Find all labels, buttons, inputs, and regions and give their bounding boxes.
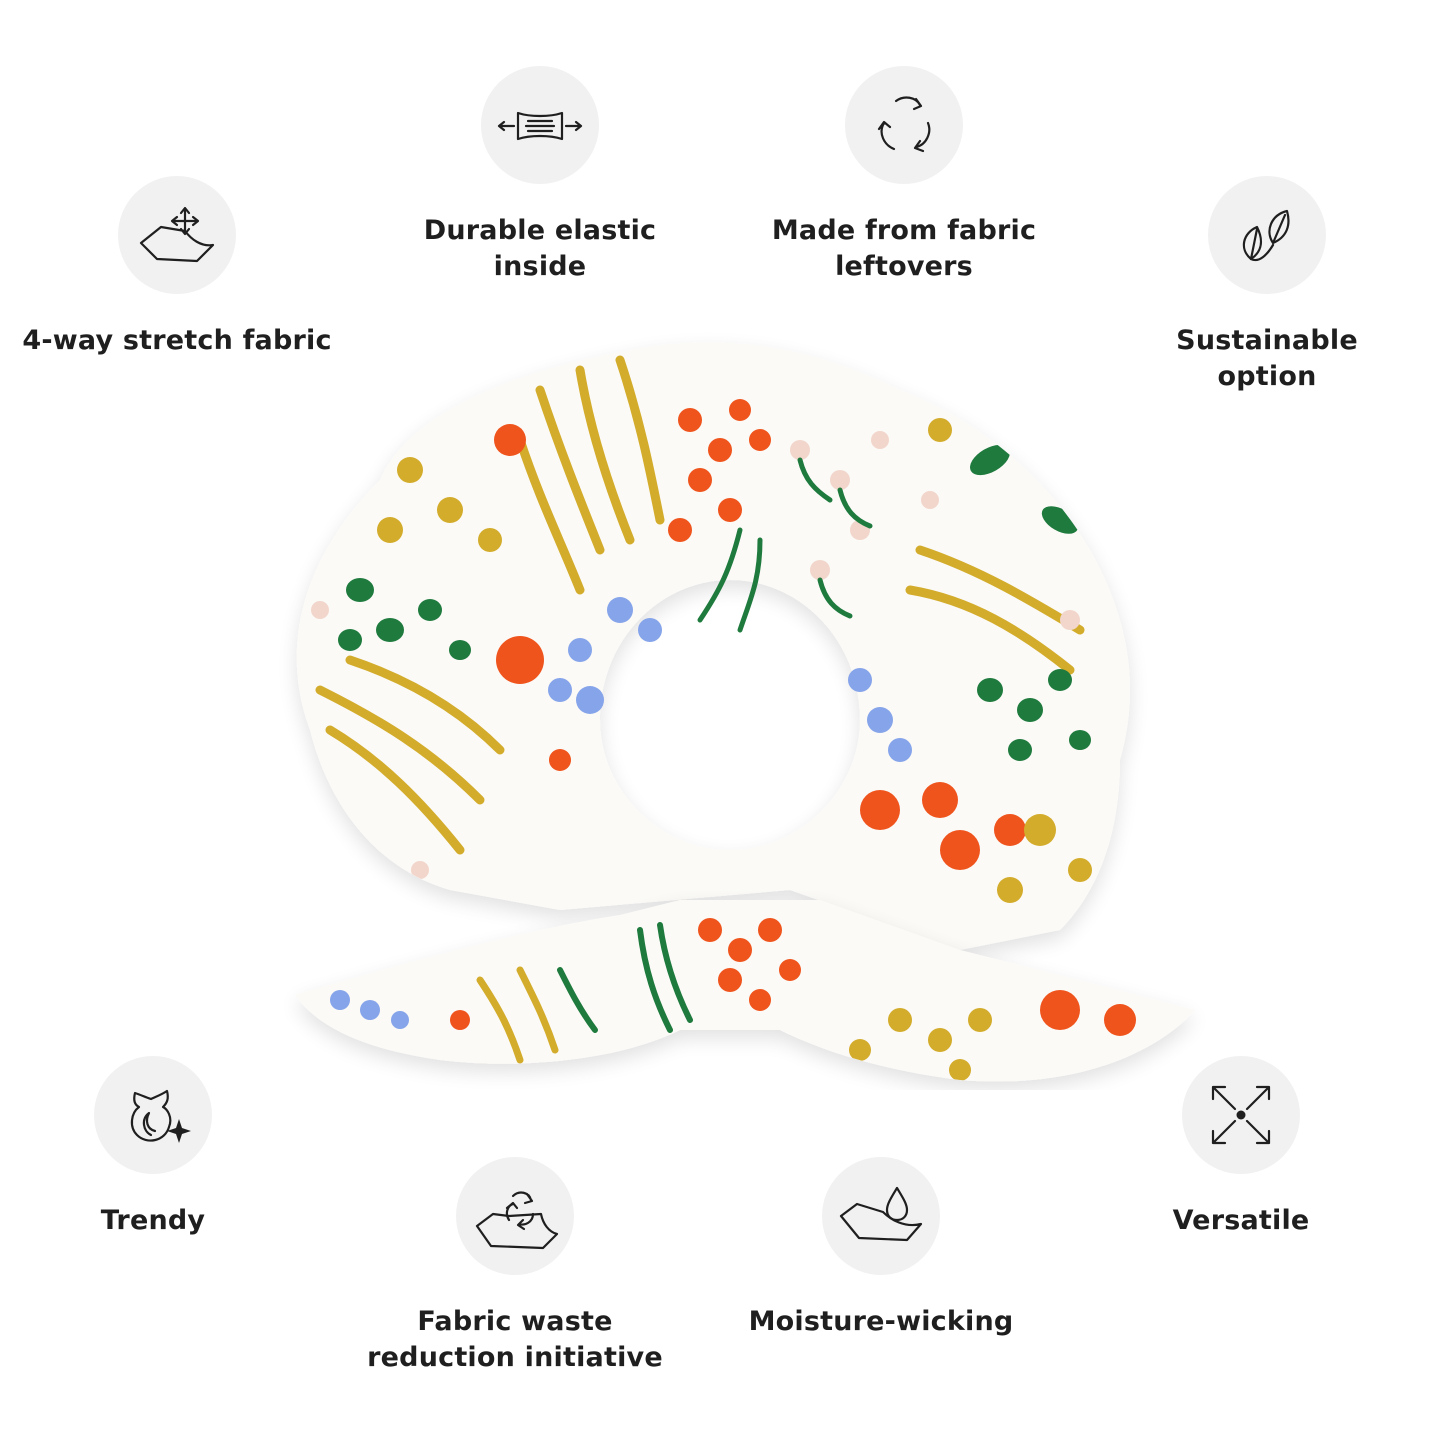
expand-arrows-icon: [1182, 1056, 1300, 1174]
feature-moisture-label: Moisture-wicking: [748, 1306, 1014, 1337]
feature-stretch-label: 4-way stretch fabric: [22, 325, 332, 356]
elastic-band-icon: [481, 66, 599, 184]
recycle-arrows-icon: [845, 66, 963, 184]
scrunchie-image: [260, 330, 1210, 1090]
feature-waste: Fabric waste reduction initiative: [335, 1157, 695, 1376]
moisture-drop-icon: [822, 1157, 940, 1275]
feature-sustainable: Sustainable option: [1087, 176, 1445, 395]
feature-trendy-label: Trendy: [100, 1205, 206, 1236]
feature-versatile: Versatile: [1061, 1056, 1421, 1239]
feature-trendy: Trendy: [0, 1056, 333, 1239]
fabric-recycle-icon: [456, 1157, 574, 1275]
scrunchie-illustration: [295, 342, 1195, 1082]
feature-leftovers-label: Made from fabric leftovers: [771, 215, 1037, 282]
feature-leftovers: Made from fabric leftovers: [724, 66, 1084, 285]
feature-sustainable-label: Sustainable option: [1176, 325, 1358, 392]
feature-waste-label: Fabric waste reduction initiative: [367, 1306, 663, 1373]
trendy-sparkle-icon: [94, 1056, 212, 1174]
feature-elastic: Durable elastic inside: [360, 66, 720, 285]
feature-versatile-label: Versatile: [1172, 1205, 1310, 1236]
leaves-icon: [1208, 176, 1326, 294]
feature-moisture: Moisture-wicking: [701, 1157, 1061, 1340]
stretch-fabric-icon: [118, 176, 236, 294]
feature-elastic-label: Durable elastic inside: [423, 215, 657, 282]
feature-stretch: 4-way stretch fabric: [0, 176, 357, 359]
